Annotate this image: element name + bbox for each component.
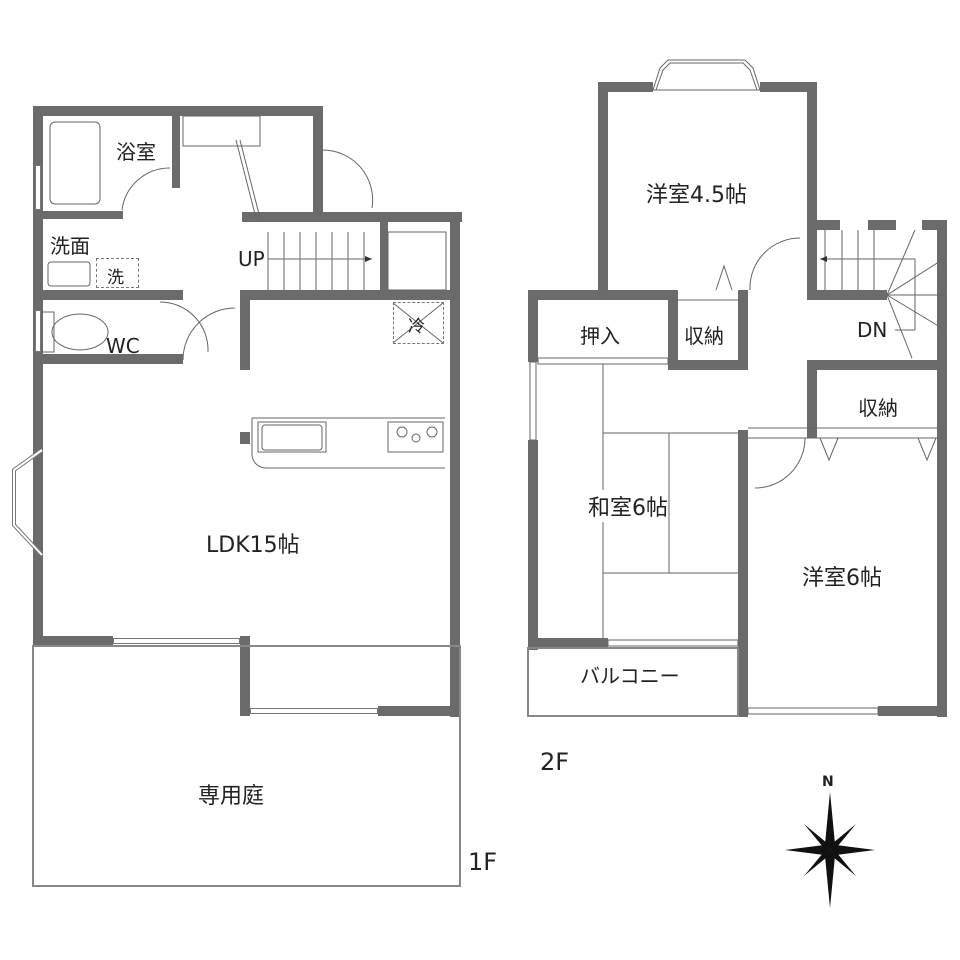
wall (528, 290, 668, 300)
wall (528, 440, 538, 650)
wall (313, 106, 323, 219)
wall (528, 638, 608, 648)
wall (807, 360, 947, 370)
compass-rose-icon (785, 792, 875, 908)
window (250, 708, 378, 714)
wall (240, 290, 250, 370)
window (35, 165, 41, 210)
wall (33, 354, 183, 364)
room-label-washitsu: 和室6帖 (588, 490, 668, 522)
wall (937, 220, 947, 717)
room-label-wc: WC (106, 334, 140, 358)
room-label-balcony: バルコニー (580, 664, 680, 688)
wall (760, 82, 817, 92)
wall (668, 290, 678, 370)
wall (378, 706, 460, 716)
wall (868, 220, 896, 230)
wall (242, 212, 462, 222)
stairs-up-label: UP (238, 247, 265, 271)
wall (878, 706, 947, 716)
room-label-western-4-5: 洋室4.5帖 (646, 183, 747, 208)
wall (668, 360, 748, 370)
window (113, 638, 240, 644)
wall (240, 290, 460, 300)
stairs-down-label: DN (857, 318, 888, 342)
wall (240, 432, 250, 444)
wall (380, 222, 388, 292)
floor-label-2f: 2F (540, 748, 570, 776)
fridge-label: 冷 (408, 317, 425, 337)
wall (738, 290, 748, 370)
wall (33, 106, 43, 646)
wall (33, 636, 113, 646)
wall (450, 212, 460, 717)
wall (528, 290, 538, 362)
wall (807, 220, 840, 230)
wall (738, 430, 748, 717)
wall (598, 82, 608, 300)
wall (33, 106, 323, 116)
wall (598, 82, 653, 92)
room-label-garden: 専用庭 (198, 784, 265, 809)
wall (33, 211, 123, 219)
compass-north-label: N (822, 774, 834, 790)
wall (922, 220, 947, 230)
wall (807, 290, 887, 300)
wall (807, 360, 817, 438)
floor-label-1f: 1F (468, 848, 498, 876)
fridge-area (393, 302, 444, 344)
room-label-storage-a: 収納 (684, 324, 724, 348)
room-label-oshiire: 押入 (580, 324, 620, 348)
wall (240, 636, 250, 716)
wall (807, 82, 817, 300)
wall (33, 290, 183, 300)
room-label-bath: 浴室 (116, 140, 156, 164)
washer-area (96, 258, 139, 288)
window (35, 310, 41, 352)
room-label-ldk: LDK15帖 (206, 533, 300, 558)
washer-label: 洗 (107, 268, 124, 288)
room-label-washroom: 洗面 (50, 234, 90, 258)
room-label-storage-b: 収納 (858, 396, 898, 420)
room-label-western-6: 洋室6帖 (802, 566, 882, 591)
wall (172, 116, 180, 188)
